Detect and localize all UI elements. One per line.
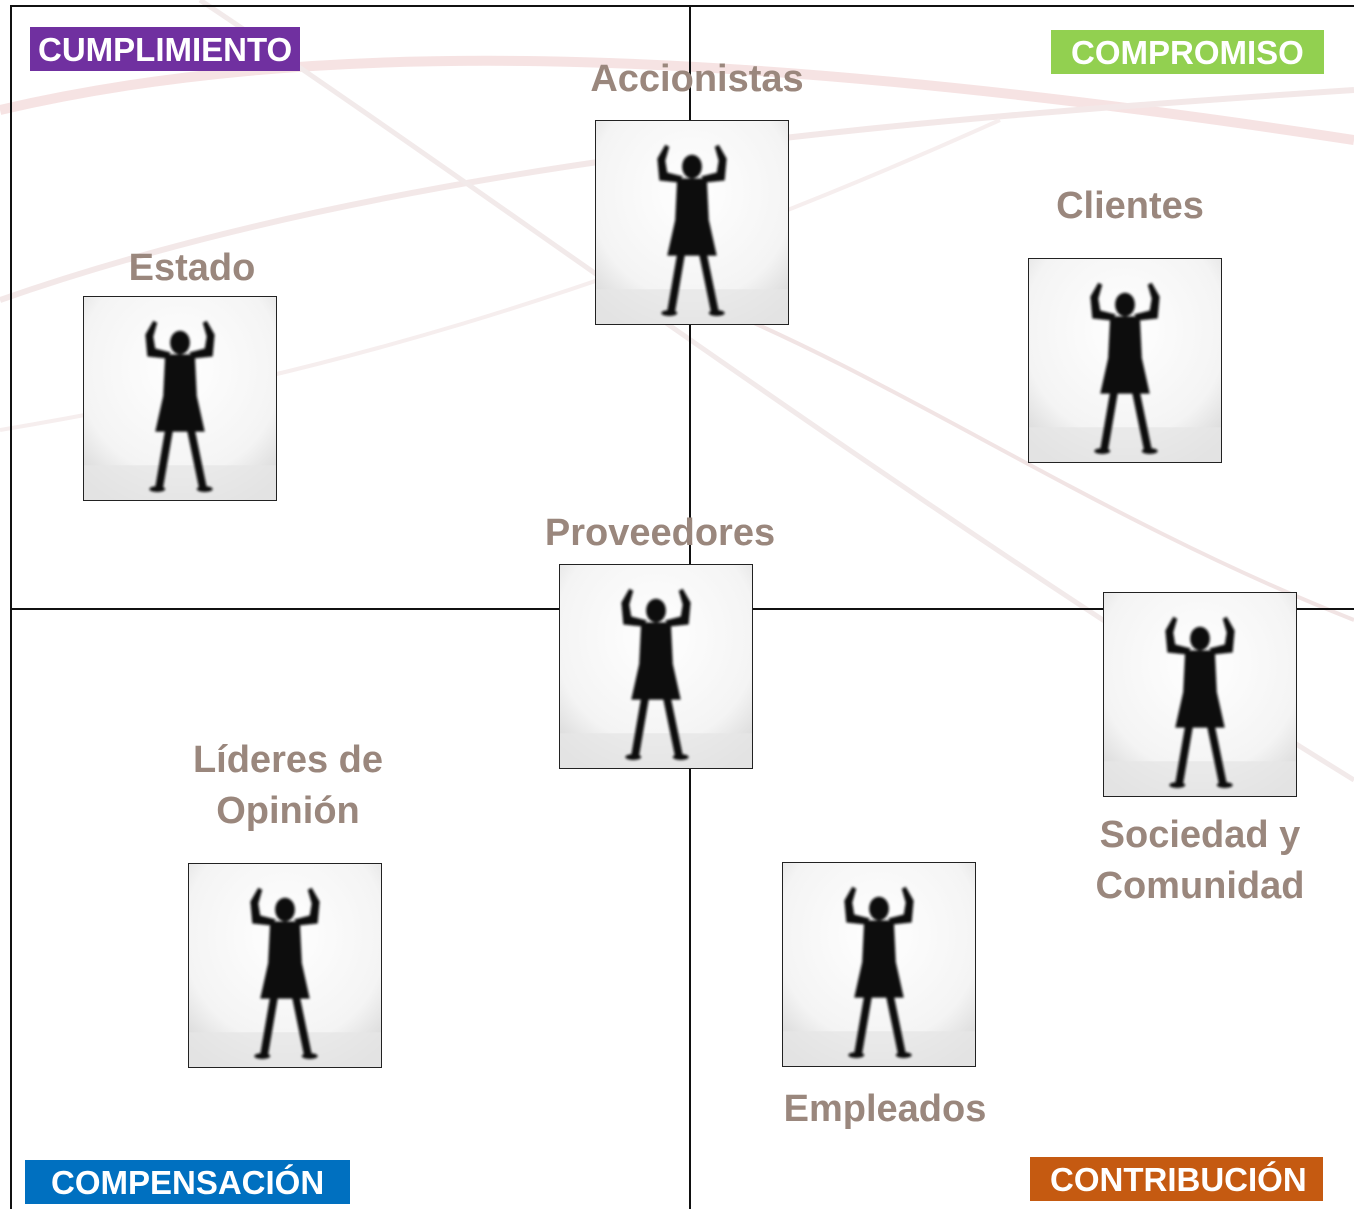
quadrant-label-compensacion: COMPENSACIÓN [25,1160,351,1204]
photo-empleados [782,862,976,1067]
photo-clientes [1028,258,1222,463]
photo-proveedores [559,564,753,769]
person-silhouette-icon [1104,593,1296,796]
frame-top-line [10,5,1354,7]
quadrant-label-contribucion: CONTRIBUCIÓN [1030,1157,1323,1201]
person-silhouette-icon [560,565,752,768]
stakeholder-label-proveedores: Proveedores [544,512,776,554]
stakeholder-label-lideres-line1: Líderes de [192,739,384,781]
stakeholder-label-accionistas: Accionistas [590,58,804,100]
person-silhouette-icon [189,864,381,1067]
stakeholder-label-lideres-line2: Opinión [216,790,360,832]
quadrant-label-compromiso: COMPROMISO [1051,30,1324,74]
stakeholder-label-sociedad-line1: Sociedad y [1099,814,1301,856]
quadrant-label-cumplimiento: CUMPLIMIENTO [30,27,301,71]
stakeholder-label-sociedad-line2: Comunidad [1095,865,1305,907]
stakeholder-label-clientes: Clientes [1056,185,1204,227]
photo-estado [83,296,277,501]
stakeholder-label-empleados: Empleados [783,1088,987,1130]
person-silhouette-icon [783,863,975,1066]
photo-sociedad [1103,592,1297,797]
photo-accionistas [595,120,789,325]
person-silhouette-icon [84,297,276,500]
stakeholder-label-estado: Estado [128,247,256,289]
photo-lideres [188,863,382,1068]
person-silhouette-icon [596,121,788,324]
frame-left-line [10,5,12,1209]
person-silhouette-icon [1029,259,1221,462]
